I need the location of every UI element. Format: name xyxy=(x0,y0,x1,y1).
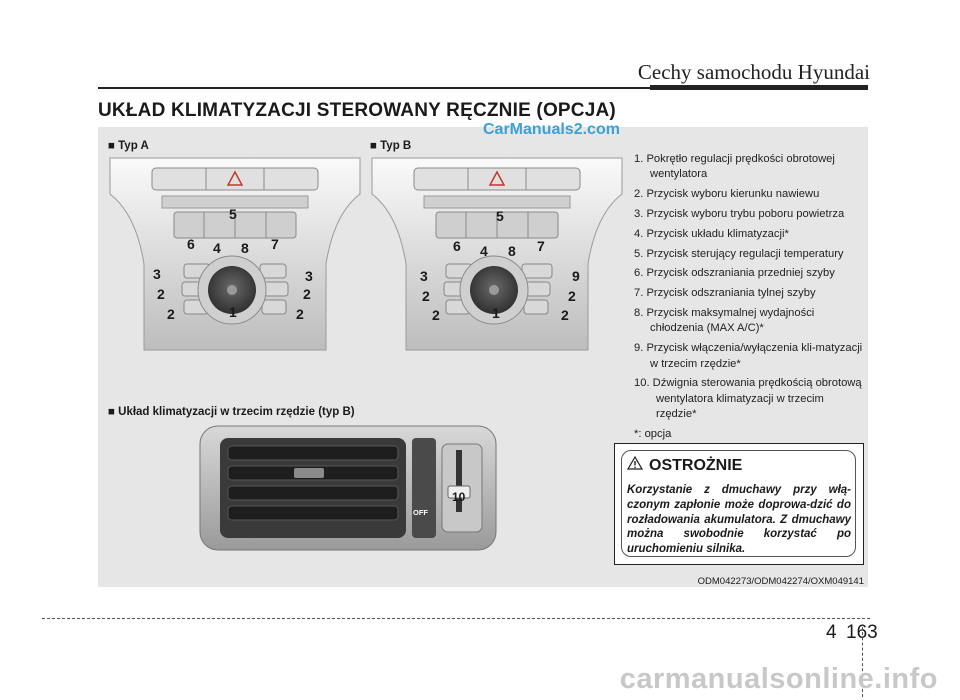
type-b-control-panel xyxy=(371,157,623,351)
rear-vent-unit xyxy=(199,425,497,551)
rear-unit-label: ■ Układ klimatyzacji w trzecim rzędzie (… xyxy=(108,406,355,418)
callout-a-2-right-bottom: 2 xyxy=(296,306,304,322)
caution-title: OSTROŻNIE xyxy=(649,457,743,474)
callout-b-8: 8 xyxy=(508,243,516,259)
legend-item: 9. Przycisk włączenia/wyłączenia kli-mat… xyxy=(634,342,863,370)
callout-a-1: 1 xyxy=(229,304,237,320)
running-header: Cechy samochodu Hyundai xyxy=(637,60,870,84)
legend-item: 7. Przycisk odszraniania tylnej szyby xyxy=(634,287,816,300)
caution-box: OSTROŻNIE Korzystanie z dmuchawy przy wł… xyxy=(614,443,864,565)
callout-a-2-right-top: 2 xyxy=(303,286,311,302)
caution-inner-frame xyxy=(621,450,856,557)
callout-b-2-right-bottom: 2 xyxy=(561,307,569,323)
callout-b-2-right-top: 2 xyxy=(568,288,576,304)
callout-b-4: 4 xyxy=(480,243,488,259)
page-number: 163 xyxy=(846,622,878,643)
callout-b-7: 7 xyxy=(537,238,545,254)
type-a-label: ■ Typ A xyxy=(108,140,149,152)
legend-list: 1. Pokrętło regulacji prędkości obrotowe… xyxy=(634,152,866,427)
type-a-control-panel xyxy=(109,157,361,351)
watermark-text: CarManuals2.com xyxy=(483,121,620,138)
callout-b-5: 5 xyxy=(496,208,504,224)
header-rule xyxy=(98,87,868,89)
callout-a-8: 8 xyxy=(241,240,249,256)
section-title: UKŁAD KLIMATYZACJI STEROWANY RĘCZNIE (OP… xyxy=(98,100,616,121)
callout-b-6: 6 xyxy=(453,238,461,254)
legend-item: 3. Przycisk wyboru trybu poboru powietrz… xyxy=(634,208,845,220)
callout-a-5: 5 xyxy=(229,206,237,222)
legend-item: 5. Przycisk sterujący regulacji temperat… xyxy=(634,247,844,260)
callout-a-3-right: 3 xyxy=(305,268,313,284)
header-rule-accent xyxy=(650,85,868,90)
callout-a-2-left-top: 2 xyxy=(157,286,165,302)
legend-footnote: *: opcja xyxy=(634,428,672,440)
legend-item: 6. Przycisk odszraniania przedniej szyby xyxy=(634,267,835,280)
vent-off-label: OFF xyxy=(413,508,428,517)
warning-triangle-icon xyxy=(627,456,643,470)
callout-a-6: 6 xyxy=(187,236,195,252)
callout-rear-10: 10 xyxy=(452,490,466,504)
page-chapter: 4 xyxy=(826,622,837,643)
legend-item: 2. Przycisk wyboru kierunku nawiewu xyxy=(634,188,820,201)
callout-b-3: 3 xyxy=(420,268,428,284)
site-watermark: carmanualsonline.info xyxy=(619,663,938,695)
callout-b-9: 9 xyxy=(572,268,580,284)
page-separator xyxy=(862,627,863,697)
callout-b-2-left-bottom: 2 xyxy=(432,307,440,323)
callout-a-7: 7 xyxy=(271,236,279,252)
legend-item: 1. Pokrętło regulacji prędkości obrotowe… xyxy=(634,153,835,181)
callout-b-1: 1 xyxy=(492,305,500,321)
type-b-label: ■ Typ B xyxy=(370,140,412,152)
legend-item: 8. Przycisk maksymalnej wydajności chłod… xyxy=(634,306,815,335)
legend-item: 10. Dźwignia sterowania prędkością obrot… xyxy=(634,377,862,421)
legend-item: 4. Przycisk układu klimatyzacji* xyxy=(634,227,789,240)
callout-a-3-left: 3 xyxy=(153,266,161,282)
callout-a-4: 4 xyxy=(213,240,221,256)
caution-body: Korzystanie z dmuchawy przy włą-czonym z… xyxy=(627,484,851,556)
image-codes: ODM042273/ODM042274/OXM049141 xyxy=(697,576,864,587)
callout-b-2-left-top: 2 xyxy=(422,288,430,304)
callout-a-2-left-bottom: 2 xyxy=(167,306,175,322)
footer-rule xyxy=(42,618,870,619)
